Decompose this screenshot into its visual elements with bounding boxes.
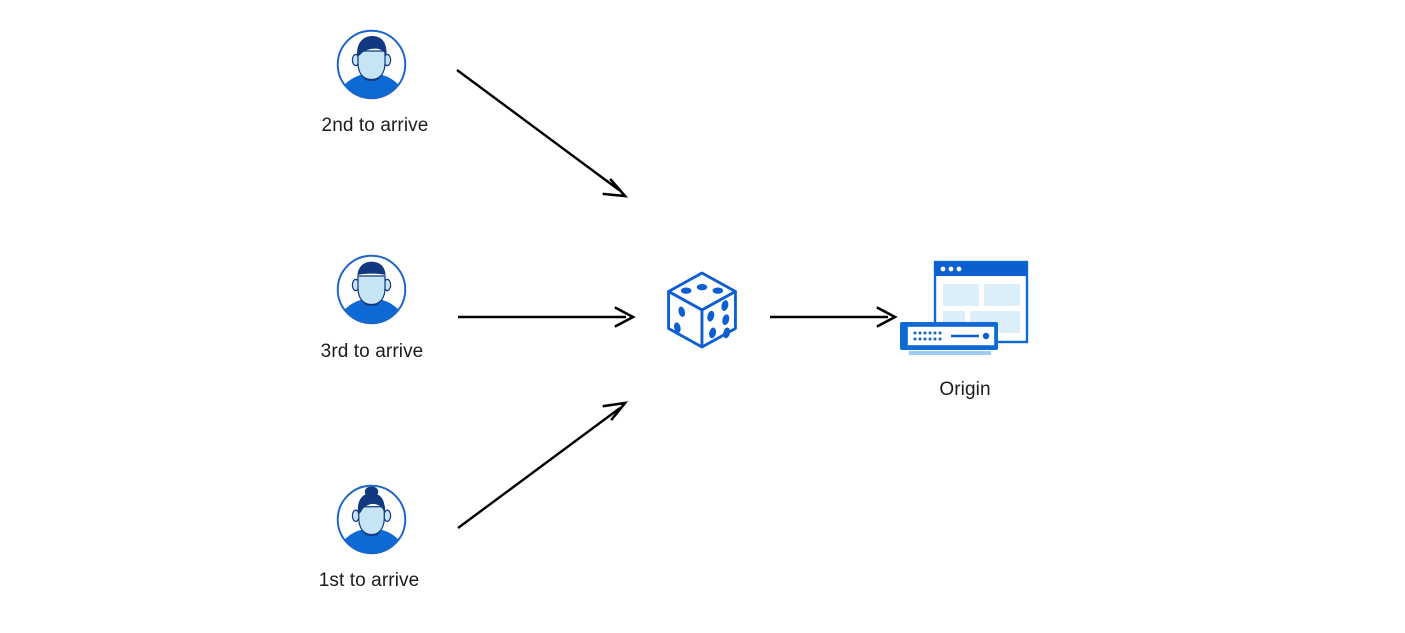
user-avatar-icon bbox=[336, 484, 407, 555]
client-node-top[interactable] bbox=[334, 27, 409, 102]
client-node-bottom[interactable] bbox=[334, 482, 409, 557]
dice-node[interactable] bbox=[658, 266, 746, 354]
server-device-icon bbox=[900, 322, 998, 355]
arrow-middle-to-dice bbox=[458, 306, 636, 328]
client-label-bottom: 1st to arrive bbox=[318, 570, 420, 591]
origin-server-icon bbox=[900, 260, 1029, 355]
client-node-middle[interactable] bbox=[334, 252, 409, 327]
arrow-bottom-to-dice bbox=[457, 401, 629, 529]
client-label-middle: 3rd to arrive bbox=[320, 341, 424, 362]
arrow-dice-to-origin bbox=[770, 306, 898, 328]
origin-node[interactable] bbox=[893, 258, 1038, 368]
origin-label: Origin bbox=[939, 379, 991, 400]
user-avatar-icon bbox=[336, 254, 407, 325]
dice-icon bbox=[667, 271, 737, 349]
client-label-top: 2nd to arrive bbox=[321, 115, 429, 136]
user-avatar-icon bbox=[336, 29, 407, 100]
